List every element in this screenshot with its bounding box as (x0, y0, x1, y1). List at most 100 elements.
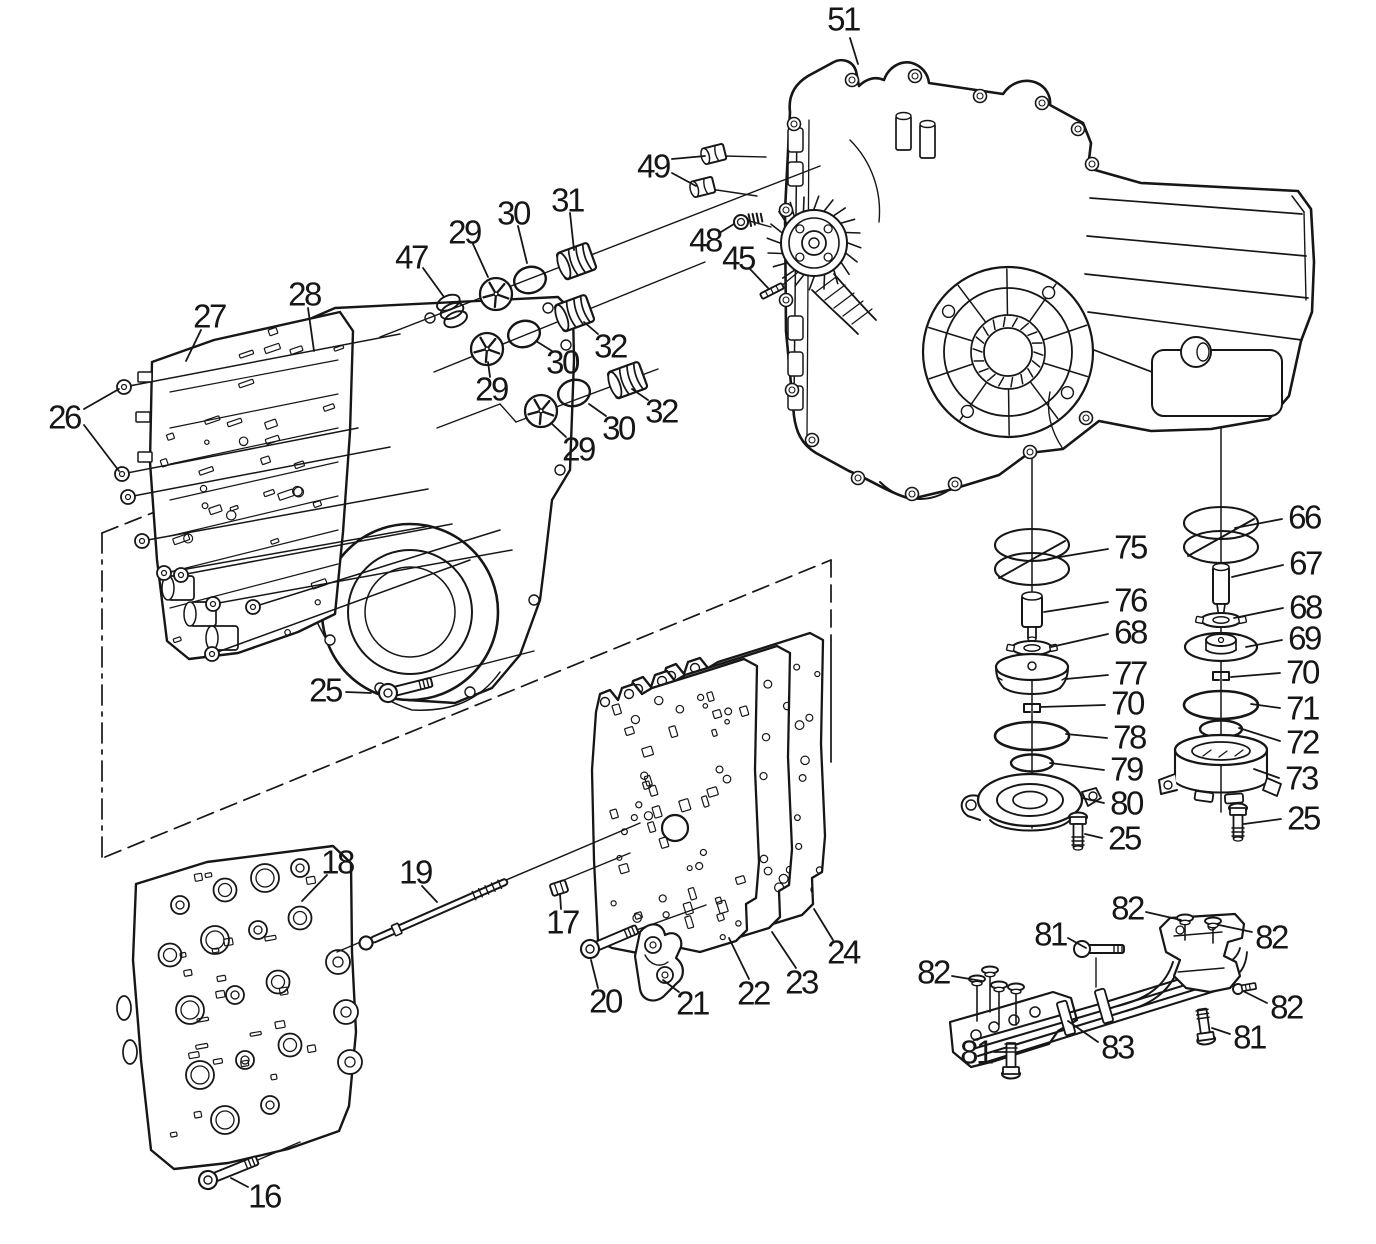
rect-detail (312, 500, 322, 508)
callout-81: 81 (960, 1034, 993, 1071)
callout-66: 66 (1288, 499, 1321, 536)
part-clip-small (1212, 671, 1230, 681)
bore-boss (260, 1095, 280, 1115)
circle-detail (120, 383, 128, 391)
spoke (1006, 268, 1009, 315)
alignment-line (416, 650, 535, 682)
spline-tooth (1020, 373, 1024, 385)
valve-bore (787, 315, 804, 341)
circle-detail (735, 920, 742, 927)
circle-detail (965, 799, 977, 811)
circle-detail (696, 693, 705, 702)
rect-detail (370, 878, 509, 944)
oil-pipe (976, 978, 1228, 1058)
circle-detail (1041, 285, 1056, 300)
bolt-shaft-line (211, 559, 471, 655)
leader-line (185, 329, 202, 362)
part-coil-small (436, 293, 468, 329)
leader-line (301, 874, 328, 902)
pipe-sleeve (1056, 999, 1076, 1037)
line (484, 885, 490, 895)
line (493, 295, 497, 309)
line (482, 293, 495, 299)
spline-tooth (1010, 376, 1014, 388)
ellipse-detail (183, 601, 197, 627)
callout-49: 49 (637, 148, 670, 185)
driven-sprocket-drum (921, 265, 1095, 439)
leader-line (1043, 601, 1109, 613)
circle-detail (719, 933, 726, 941)
rect-detail (895, 115, 912, 151)
ellipse-detail (1212, 562, 1230, 572)
part-bolt-diag (579, 924, 640, 960)
bolt-boss-hole (782, 296, 790, 304)
leader-line (1081, 797, 1105, 804)
ellipse-detail (506, 319, 542, 349)
circle-detail (960, 404, 975, 419)
bore-boss (200, 925, 230, 955)
circle-detail (675, 704, 685, 714)
leader-line (1049, 762, 1105, 771)
worm-track (169, 427, 339, 465)
circle-detail (124, 493, 132, 501)
bolt-boss (1022, 444, 1038, 460)
part-washer-tab (1194, 611, 1248, 629)
part-plug-small (700, 143, 728, 165)
circle-detail (230, 990, 240, 1000)
circle-detail (943, 287, 1073, 417)
leader-line (1253, 768, 1280, 779)
leader-line (1065, 733, 1108, 739)
callout-29: 29 (562, 431, 595, 468)
part-seal-t (981, 965, 999, 1013)
outline-path (579, 295, 591, 323)
rect-detail (289, 345, 304, 355)
line (488, 348, 501, 355)
leader-line (1243, 818, 1282, 825)
part-retainer (523, 393, 559, 429)
leader-line (588, 403, 607, 417)
bolt-boss-hole (951, 480, 959, 488)
circle-detail (344, 1056, 356, 1068)
spoke (1007, 389, 1010, 436)
circle-detail (160, 569, 168, 577)
circle-detail (197, 1169, 219, 1191)
circle-detail (199, 484, 208, 493)
callout-21: 21 (676, 985, 709, 1022)
rect-detail (687, 887, 698, 901)
circle-detail (661, 971, 669, 979)
outline-path (1059, 666, 1069, 689)
ellipse-detail (994, 652, 1070, 682)
side-lug (337, 1049, 363, 1075)
chain-link (842, 300, 864, 317)
line (426, 678, 430, 688)
part-oring-tilt (506, 319, 542, 349)
rect-detail (212, 1057, 224, 1065)
line (488, 281, 496, 293)
rect-detail (1193, 790, 1215, 803)
line (1195, 1008, 1209, 1012)
worm-track (169, 563, 339, 609)
outline-path (1212, 671, 1230, 681)
outline-path (573, 297, 585, 326)
bolt-boss-hole (782, 206, 790, 214)
circle-detail (364, 566, 456, 658)
rect-detail (714, 896, 723, 905)
circle-detail (805, 713, 814, 722)
circle-detail (270, 974, 286, 990)
leader-line (849, 37, 859, 65)
circle-detail (715, 765, 724, 774)
side-lug (325, 949, 351, 975)
leader-line (1047, 548, 1109, 560)
line (627, 927, 632, 937)
bolt-shaft-line (163, 525, 431, 574)
spline-tooth (987, 373, 996, 382)
bolt-boss (947, 476, 963, 492)
callout-25: 25 (1108, 820, 1141, 857)
rect-detail (226, 417, 243, 428)
spoke (1043, 362, 1089, 378)
sprocket-tooth (833, 207, 847, 217)
flange-hole (1029, 1006, 1041, 1018)
callout-68: 68 (1289, 589, 1322, 626)
circle-detail (209, 600, 217, 608)
circle-detail (644, 936, 662, 954)
